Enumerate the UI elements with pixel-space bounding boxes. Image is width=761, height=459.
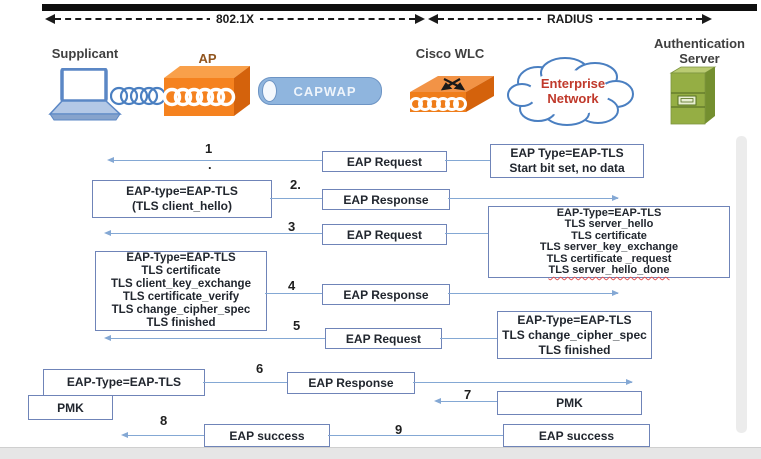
step-dot: . [208,157,212,172]
arrow-left-icon [45,14,55,24]
arrow-left-icon [104,335,111,341]
message-box: EAP Request [325,328,442,349]
pmk-left-box: PMK [28,395,113,420]
arrow-left-icon [434,398,441,404]
tunnel-end-icon [262,80,277,102]
span-8021x: 802.1X [45,12,425,26]
arrow-left-icon [121,432,128,438]
arrow-right-icon [702,14,712,24]
supplicant-label: Supplicant [51,46,119,61]
arrow-right-icon [415,14,425,24]
step-number: 4 [288,278,296,293]
connector-line [445,233,488,234]
laptop-icon [48,68,122,121]
ap-label: AP [198,51,217,66]
message-box: EAP Request [322,224,447,245]
server-icon [669,66,717,125]
step-number: 9 [395,422,403,437]
message-arrow-line [127,435,204,436]
message-box: EAP success [204,424,330,447]
connector-line [328,435,503,436]
connector-line [265,293,322,294]
arrow-left-icon [104,230,111,236]
step-number: 3 [288,219,296,234]
connector-line [440,338,497,339]
message-box: EAP Response [322,284,450,305]
connector-line [203,382,287,383]
message-arrow-line [448,293,618,294]
message-arrow-line [110,338,325,339]
arrow-left-icon [428,14,438,24]
message-arrow-line [440,401,497,402]
bottom-bar [0,447,761,459]
connector-line [270,198,322,199]
wlc-label: Cisco WLC [415,46,485,61]
arrow-left-icon [107,157,114,163]
step-number: 5 [293,318,301,333]
step-number: 7 [464,387,472,402]
message-box: EAP success [503,424,650,447]
info-step6: EAP-Type=EAP-TLS [43,369,205,396]
wireless-controller-icon [409,76,494,112]
cloud-icon [507,57,634,126]
step-number: 2. [290,177,301,192]
top-black-bar [42,4,757,11]
radio-coil-icon [110,86,166,106]
connector-line [445,160,490,161]
capwap-tunnel: CAPWAP [258,77,382,105]
access-point-icon [162,66,250,116]
message-box: EAP Response [287,372,415,394]
arrow-right-icon [612,195,619,201]
message-arrow-line [110,233,322,234]
capwap-label: CAPWAP [293,83,357,99]
message-box: EAP Response [322,189,450,210]
step-number: 6 [256,361,264,376]
message-arrow-line [448,198,618,199]
info-step2: EAP-type=EAP-TLS(TLS client_hello) [92,180,272,218]
step-number: 1 [205,141,213,156]
step-number: 8 [160,413,168,428]
scrollbar-thumb[interactable] [736,136,747,433]
pmk-right-box: PMK [497,391,642,415]
span-radius: RADIUS [428,12,712,26]
message-arrow-line [413,382,632,383]
arrow-right-icon [626,379,633,385]
span-radius-label: RADIUS [540,12,600,26]
message-arrow-line [113,160,322,161]
message-box: EAP Request [322,151,447,172]
span-8021x-label: 802.1X [209,12,261,26]
arrow-right-icon [612,290,619,296]
